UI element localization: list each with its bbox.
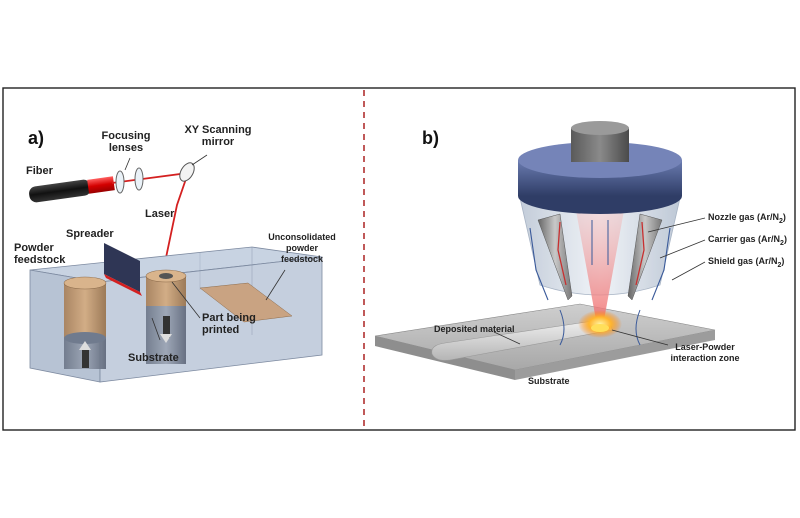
- label-focusing-lenses-line2: lenses: [108, 142, 144, 154]
- focusing-lens-2: [134, 167, 144, 191]
- label-part-line2: printed: [202, 324, 240, 336]
- label-focusing-lenses-line1: Focusing: [101, 130, 151, 142]
- label-shield-gas-sub: 2: [777, 261, 782, 269]
- leader-deposited: [493, 331, 521, 345]
- label-nozzle-gas-sub: 2: [779, 217, 783, 225]
- label-xy-mirror-line1: XY Scanning: [184, 124, 252, 136]
- label-carrier-gas-close: ): [783, 234, 787, 244]
- leader-shield-gas: [671, 261, 706, 281]
- leader-laser-powder: [611, 329, 669, 346]
- leader-substrate: [151, 317, 161, 341]
- shield-gas-arrow-2: [651, 227, 671, 301]
- label-spreader: Spreader: [66, 228, 114, 240]
- label-laser: Laser: [145, 208, 175, 220]
- powder-nozzle-left: [537, 213, 573, 301]
- label-nozzle-gas: Nozzle gas (Ar/N2): [708, 212, 786, 227]
- label-part-being-printed: Part being printed: [202, 312, 256, 336]
- label-fiber: Fiber: [26, 165, 53, 177]
- fiber-cable: [29, 179, 91, 203]
- shield-gas-outflow-1: [559, 309, 565, 346]
- label-nozzle-gas-text: Nozzle gas (Ar/N: [708, 212, 780, 222]
- label-unconsolidated-line1: Unconsolidated: [268, 232, 336, 242]
- carrier-gas-arrow-right: [635, 221, 645, 286]
- label-powder-feedstock: Powder feedstock: [14, 242, 65, 266]
- leader-part: [171, 281, 201, 319]
- powder-nozzle-right: [627, 213, 663, 301]
- nozzle-cap-top: [571, 121, 629, 135]
- substrate-plate-side: [515, 330, 715, 380]
- powder-feed-powder: [64, 283, 106, 338]
- leader-unconsolidated: [265, 269, 286, 301]
- label-laser-powder-line2: interaction zone: [670, 353, 740, 363]
- label-laser-powder-zone: Laser-Powder interaction zone: [660, 342, 750, 364]
- spreader-blade: [104, 243, 140, 292]
- label-substrate-a: Substrate: [128, 352, 179, 364]
- piston-arrow-left: [82, 348, 89, 368]
- label-shield-gas: Shield gas (Ar/N2): [708, 256, 784, 271]
- carrier-gas-arrow-left: [557, 221, 567, 286]
- powder-feed-piston: [64, 332, 106, 344]
- panel-a-illustration: [29, 154, 323, 383]
- label-powder-line2: feedstock: [14, 254, 66, 266]
- figure-border: [2, 87, 796, 431]
- part-being-printed: [159, 273, 173, 279]
- label-powder-line1: Powder: [14, 242, 54, 254]
- panel-b-illustration: [374, 121, 716, 380]
- panel-a-tag: a): [28, 128, 45, 148]
- focusing-lens-1: [115, 170, 125, 194]
- powder-feed-top: [63, 276, 107, 290]
- label-unconsolidated-powder-feedstock: Unconsolidated powder feedstock: [262, 232, 342, 265]
- label-substrate-b: Substrate: [528, 376, 570, 386]
- label-carrier-gas-text: Carrier gas (Ar/N: [708, 234, 781, 244]
- label-shield-gas-close: ): [781, 256, 785, 266]
- unconsolidated-powder: [199, 282, 293, 323]
- laser-beam: [111, 171, 190, 273]
- label-unconsolidated-line2: powder: [285, 243, 318, 253]
- fiber-red-section: [87, 176, 115, 194]
- label-focusing-lenses: Focusing lenses: [96, 130, 156, 154]
- piston-arrow-right: [163, 316, 170, 338]
- shield-gas-outflow-2: [635, 309, 641, 346]
- melt-pool: [591, 324, 609, 332]
- label-xy-mirror-line2: mirror: [201, 136, 235, 148]
- label-shield-gas-text: Shield gas (Ar/N: [708, 256, 778, 266]
- xy-scanning-mirror: [179, 162, 195, 182]
- panel-b-tag: b): [422, 128, 439, 148]
- leader-mirror: [191, 154, 208, 166]
- laser-beam-cone: [575, 205, 625, 320]
- label-laser-powder-line1: Laser-Powder: [675, 342, 735, 352]
- label-part-line1: Part being: [202, 312, 256, 324]
- label-carrier-gas: Carrier gas (Ar/N2): [708, 234, 787, 249]
- piston-arrow-head-left: [79, 341, 91, 350]
- label-unconsolidated-line3: feedstock: [280, 254, 324, 264]
- label-xy-scanning-mirror: XY Scanning mirror: [176, 124, 260, 148]
- label-nozzle-gas-close: ): [782, 212, 786, 222]
- leader-lenses: [124, 157, 131, 171]
- label-deposited-material: Deposited material: [434, 324, 515, 334]
- label-carrier-gas-sub: 2: [780, 239, 784, 247]
- leader-nozzle-gas: [647, 217, 706, 233]
- shield-gas-arrow-1: [529, 227, 549, 301]
- leader-carrier-gas: [659, 239, 706, 259]
- spreader-edge: [104, 274, 142, 296]
- piston-arrow-head-right: [160, 334, 172, 343]
